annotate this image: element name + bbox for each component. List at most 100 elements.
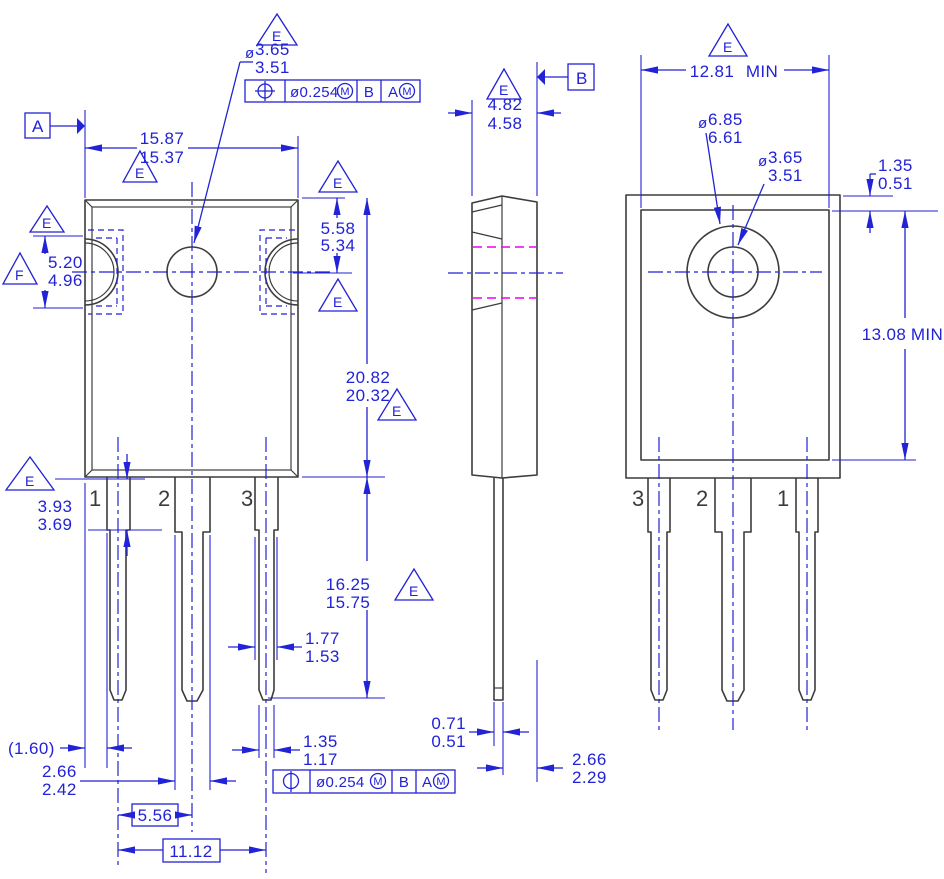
side-view	[448, 195, 563, 701]
side-lead	[493, 478, 504, 701]
datum-a-label: A	[32, 117, 44, 136]
svg-text:6.85: 6.85	[708, 110, 743, 129]
svg-text:5.56: 5.56	[138, 806, 173, 825]
svg-text:E: E	[25, 473, 34, 489]
note-flags: E E E F E E E E E E E	[1, 12, 749, 601]
pin-label-3: 3	[241, 486, 253, 511]
datum-target-left	[88, 229, 124, 315]
svg-text:M: M	[436, 776, 445, 788]
pin-label-3-back: 3	[632, 486, 644, 511]
svg-text:3.69: 3.69	[38, 515, 73, 534]
flag-e-bodyheight: E	[376, 387, 418, 421]
dim-body-height: 20.82 20.32	[302, 198, 391, 478]
dim-lead-pitch: 5.56	[118, 803, 192, 827]
dim-hole-callout: ø 3.65 3.51	[193, 40, 289, 244]
svg-text:3.65: 3.65	[768, 148, 803, 167]
svg-text:13.08: 13.08	[862, 325, 907, 344]
dim-lead-tip-width: 1.35 1.17	[232, 705, 338, 769]
flag-e-tabwidth: E	[707, 22, 749, 57]
svg-text:1.35: 1.35	[303, 732, 338, 751]
svg-text:2.66: 2.66	[572, 750, 607, 769]
svg-text:E: E	[42, 215, 51, 231]
flag-e-width: E	[121, 149, 159, 183]
position-icon	[255, 81, 275, 101]
svg-text:5.34: 5.34	[321, 236, 356, 255]
svg-text:6.61: 6.61	[708, 128, 743, 147]
svg-text:2.29: 2.29	[572, 768, 607, 787]
front-view: 1 2 3	[72, 182, 332, 873]
svg-text:M: M	[373, 776, 382, 788]
flag-e-holetop-lower: E	[317, 277, 359, 312]
svg-text:A: A	[388, 84, 398, 101]
flag-e-leadlen: E	[393, 567, 435, 601]
dim-hole-callout-back: ø 3.65 3.51	[737, 148, 803, 246]
svg-text:ø0.254: ø0.254	[316, 774, 365, 791]
datum-b-arrow-icon	[537, 69, 545, 85]
svg-text:E: E	[135, 165, 144, 181]
svg-text:MIN: MIN	[911, 325, 943, 344]
datum-b-label: B	[576, 69, 587, 88]
dim-lead-width: 1.77 1.53	[228, 537, 340, 666]
svg-text:F: F	[15, 267, 24, 283]
datum-target-right	[259, 229, 295, 315]
flag-e-sideview: E	[485, 67, 523, 100]
svg-text:E: E	[333, 175, 342, 191]
svg-text:15.75: 15.75	[326, 593, 371, 612]
mmc-icon: M	[369, 772, 387, 790]
svg-text:E: E	[409, 583, 418, 599]
hidden-hole-lines	[473, 246, 536, 299]
svg-text:M: M	[340, 86, 349, 98]
svg-text:0.51: 0.51	[431, 732, 466, 751]
svg-text:5.20: 5.20	[48, 253, 83, 272]
flag-e-left: E	[28, 204, 66, 233]
dim-edge-to-lead-ref: (1.60)	[8, 483, 132, 768]
svg-text:4.82: 4.82	[488, 95, 523, 114]
svg-text:0.71: 0.71	[431, 714, 466, 733]
svg-text:15.37: 15.37	[140, 148, 185, 167]
dim-notch-height: 5.20 4.96	[33, 235, 83, 309]
dim-hole-from-top: 5.58 5.34	[293, 197, 356, 274]
lead-3	[254, 477, 279, 701]
svg-text:(1.60): (1.60)	[8, 739, 55, 758]
fcf-bottom: ø0.254 M B A M	[272, 769, 456, 794]
svg-text:20.82: 20.82	[346, 368, 391, 387]
svg-text:3.93: 3.93	[38, 497, 73, 516]
svg-text:4.96: 4.96	[48, 271, 83, 290]
svg-text:ø: ø	[698, 115, 707, 132]
dim-shoulder-length: 3.93 3.69	[38, 454, 162, 556]
pin-label-1: 1	[89, 486, 101, 511]
datum-b-flag: B	[537, 63, 595, 91]
back-view: 3 2 1	[625, 194, 841, 730]
flag-e-shoulder: E	[4, 455, 56, 491]
fcf-top: ø0.254 M B A M	[244, 79, 421, 103]
svg-text:1.35: 1.35	[878, 156, 913, 175]
dim-tab-width-min: 12.81 MIN	[640, 55, 830, 208]
svg-text:20.32: 20.32	[346, 386, 391, 405]
svg-text:E: E	[723, 39, 732, 55]
svg-text:2.66: 2.66	[42, 762, 77, 781]
svg-text:B: B	[399, 774, 409, 791]
svg-text:1.17: 1.17	[303, 750, 338, 769]
svg-text:4.58: 4.58	[488, 114, 523, 133]
flag-f-left: F	[1, 251, 39, 285]
svg-text:5.58: 5.58	[321, 219, 356, 238]
datum-a-flag: A	[24, 110, 86, 198]
heatsink-tab	[640, 209, 830, 461]
mmc-icon: M	[336, 82, 354, 100]
dim-tab-height-min: 13.08 MIN	[832, 211, 943, 461]
svg-text:M: M	[402, 86, 411, 98]
dim-tab-edge: 1.35 0.51	[832, 156, 938, 233]
svg-text:1.77: 1.77	[305, 629, 340, 648]
mmc-icon: M	[398, 82, 416, 100]
svg-text:ø: ø	[758, 153, 767, 170]
svg-text:1.53: 1.53	[305, 647, 340, 666]
position-icon	[282, 771, 300, 792]
svg-text:MIN: MIN	[746, 62, 778, 81]
svg-text:11.12: 11.12	[169, 842, 212, 861]
svg-text:E: E	[272, 28, 281, 44]
dim-middle-lead-width: 2.66 2.42	[42, 535, 236, 799]
svg-text:0.51: 0.51	[878, 174, 913, 193]
datum-a-arrow-icon	[77, 118, 85, 134]
